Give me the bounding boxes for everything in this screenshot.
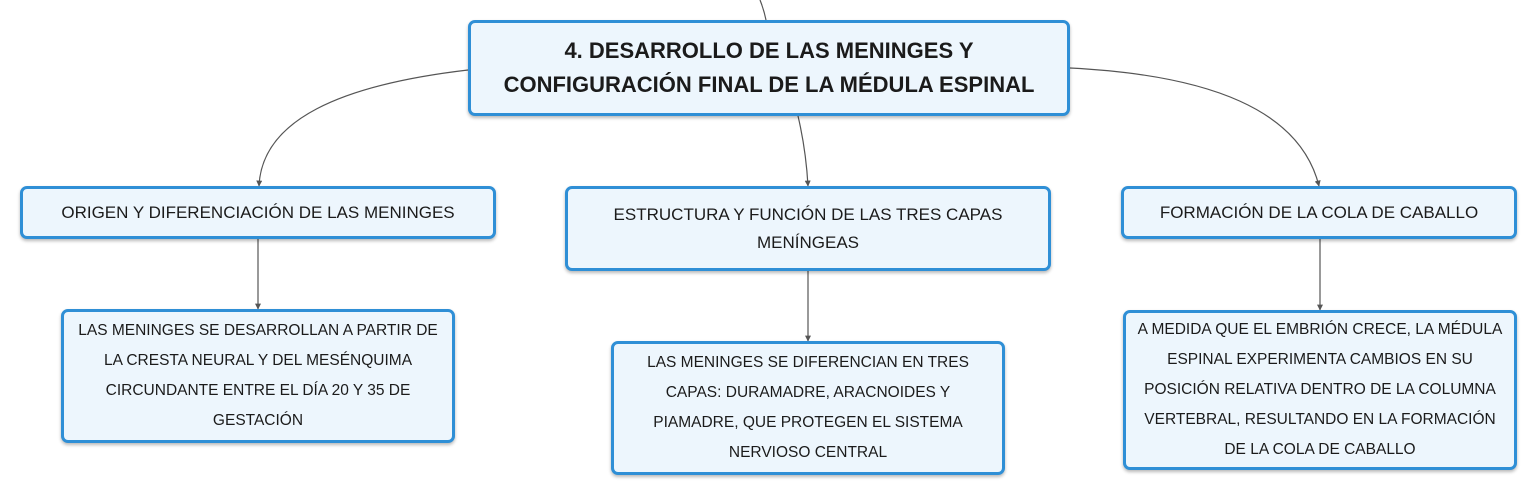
topic-estructura-capas[interactable]: ESTRUCTURA Y FUNCIÓN DE LAS TRES CAPAS M… bbox=[565, 186, 1051, 271]
root-topic-line-2: CONFIGURACIÓN FINAL DE LA MÉDULA ESPINAL bbox=[503, 72, 1035, 97]
detail-origen-meninges[interactable]: LAS MENINGES SE DESARROLLAN A PARTIR DE … bbox=[61, 309, 455, 443]
connector-parent-to-root bbox=[759, 0, 767, 21]
detail-estructura-capas[interactable]: LAS MENINGES SE DIFERENCIAN EN TRES CAPA… bbox=[611, 341, 1005, 475]
topic-origen-meninges[interactable]: ORIGEN Y DIFERENCIACIÓN DE LAS MENINGES bbox=[20, 186, 496, 239]
connector-root-to-topic-2 bbox=[797, 115, 811, 187]
root-topic-line-1: 4. DESARROLLO DE LAS MENINGES Y bbox=[564, 38, 974, 63]
topic-label: ORIGEN Y DIFERENCIACIÓN DE LAS MENINGES bbox=[61, 202, 455, 222]
detail-text: LAS MENINGES SE DIFERENCIAN EN TRES CAPA… bbox=[647, 354, 969, 461]
detail-cola-de-caballo[interactable]: A MEDIDA QUE EL EMBRIÓN CRECE, LA MÉDULA… bbox=[1123, 310, 1517, 470]
detail-text: A MEDIDA QUE EL EMBRIÓN CRECE, LA MÉDULA… bbox=[1137, 321, 1503, 458]
topic-label: ESTRUCTURA Y FUNCIÓN DE LAS TRES CAPAS M… bbox=[613, 204, 1003, 252]
topic-cola-de-caballo[interactable]: FORMACIÓN DE LA COLA DE CABALLO bbox=[1121, 186, 1517, 239]
root-topic[interactable]: 4. DESARROLLO DE LAS MENINGES Y CONFIGUR… bbox=[468, 20, 1070, 116]
topic-label: FORMACIÓN DE LA COLA DE CABALLO bbox=[1159, 202, 1479, 222]
connector-root-to-topic-3 bbox=[1069, 67, 1321, 187]
detail-text: LAS MENINGES SE DESARROLLAN A PARTIR DE … bbox=[78, 322, 438, 429]
connector-root-to-topic-1 bbox=[256, 69, 469, 187]
